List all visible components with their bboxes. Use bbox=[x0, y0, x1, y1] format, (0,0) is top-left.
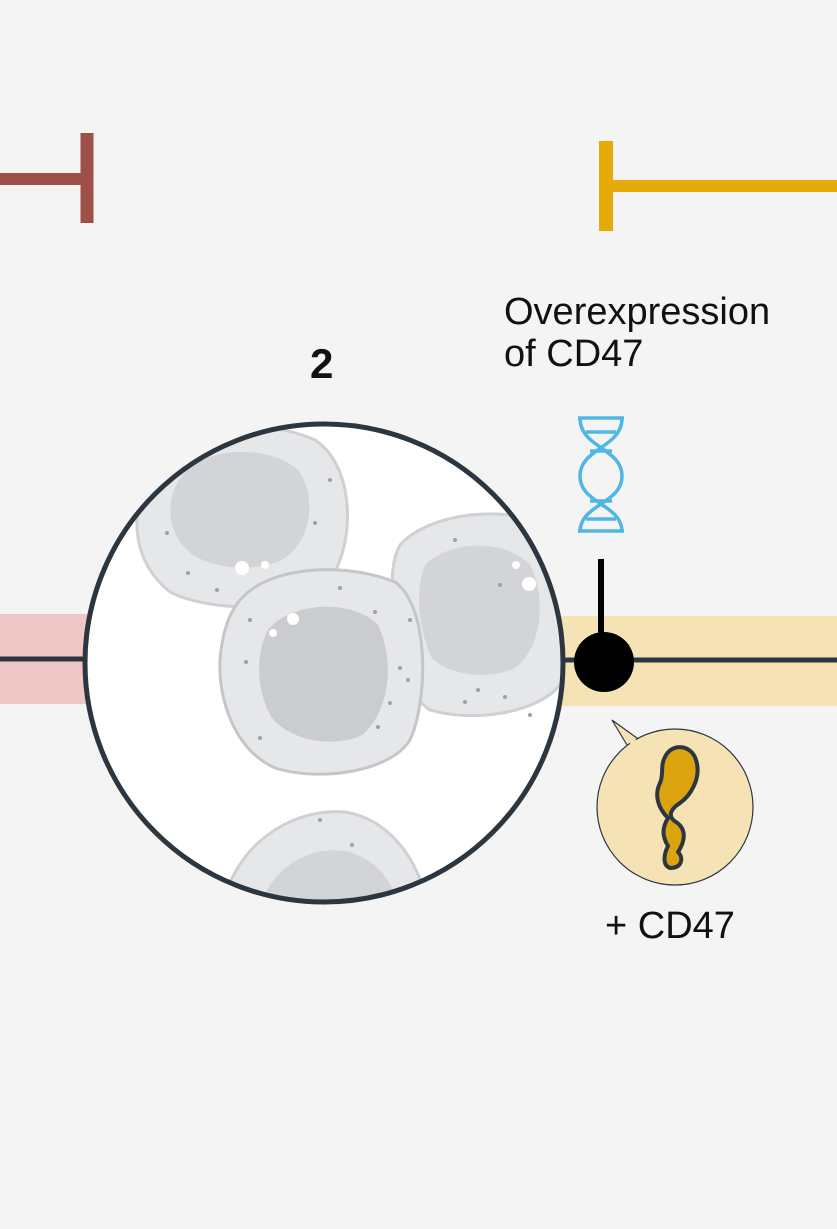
cd47-protein-icon bbox=[655, 745, 700, 870]
annotation-line-1: Overexpression bbox=[504, 291, 771, 333]
cell-icon bbox=[218, 568, 425, 776]
left-inhibitor-icon bbox=[0, 133, 94, 223]
cell-highlights bbox=[235, 561, 536, 637]
annotation-line-2: of CD47 bbox=[504, 333, 644, 375]
cell-icon bbox=[223, 810, 432, 902]
cell-icon bbox=[390, 512, 563, 718]
right-inhibitor-icon bbox=[599, 141, 837, 231]
cell-icon bbox=[135, 425, 349, 609]
dna-icon bbox=[578, 416, 624, 533]
step-number: 2 bbox=[310, 340, 334, 387]
annotation-title: Overexpression of CD47 bbox=[504, 291, 770, 375]
marker-label: + CD47 bbox=[605, 905, 735, 947]
pathway-node bbox=[574, 632, 634, 692]
cell-magnifier bbox=[82, 421, 566, 905]
cell-granules bbox=[165, 478, 532, 847]
